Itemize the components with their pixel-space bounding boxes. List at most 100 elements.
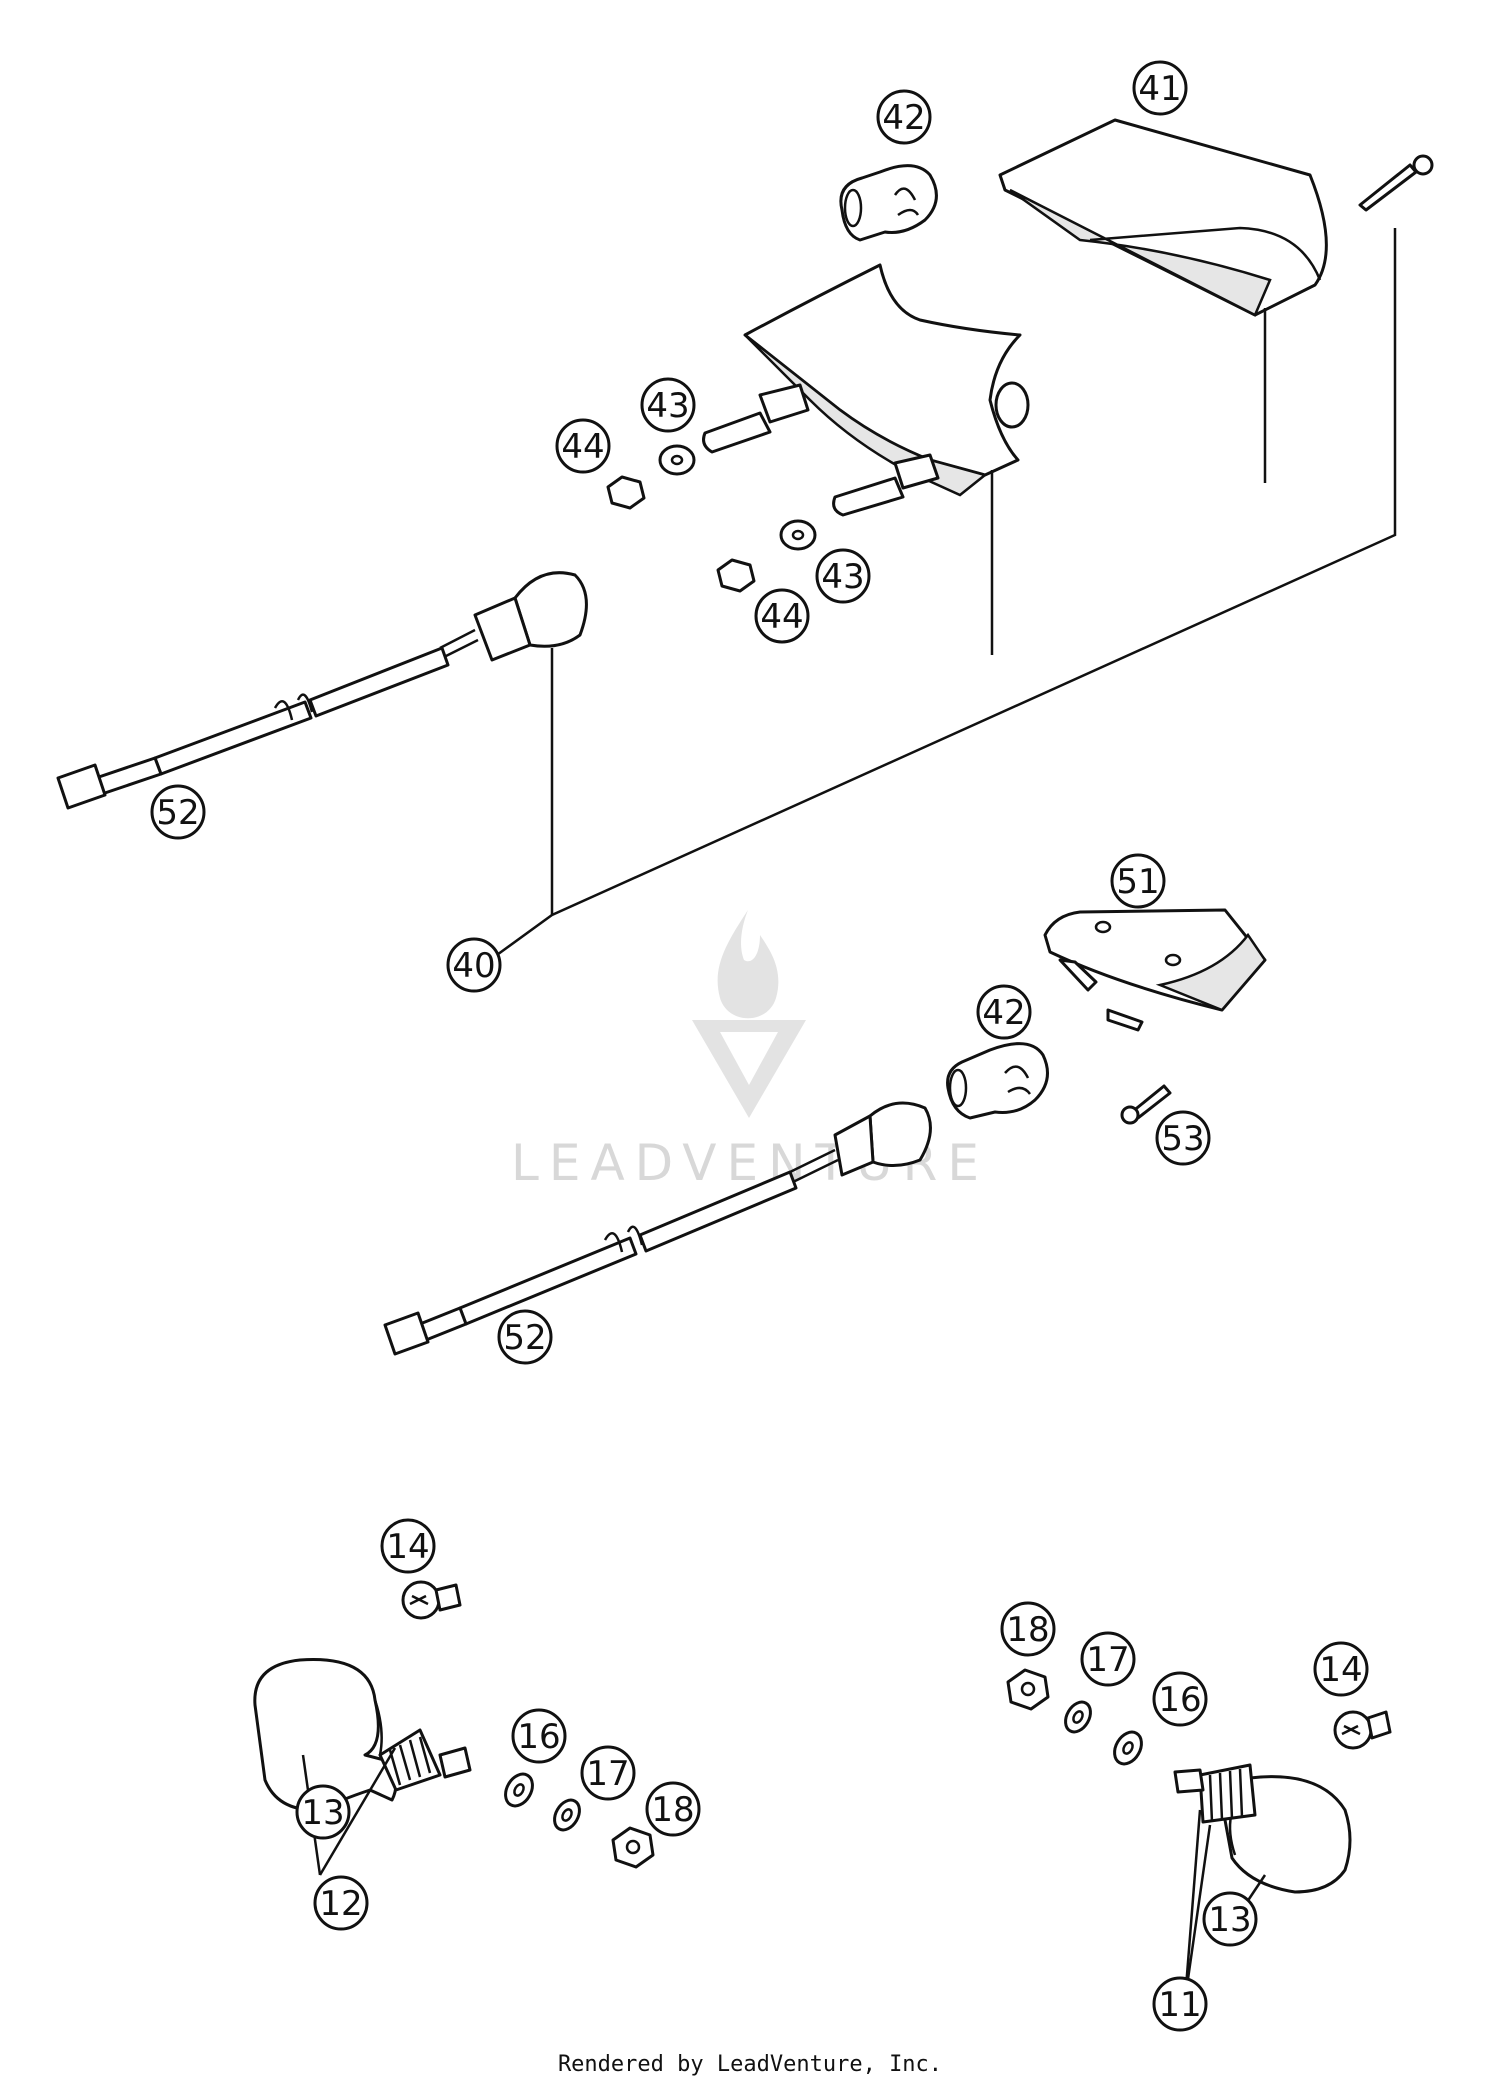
callout-label: 51	[1116, 862, 1159, 902]
harness-52-mid	[383, 1101, 932, 1356]
callout-circle	[1202, 1891, 1258, 1947]
bulb-14-right	[1333, 1710, 1392, 1750]
callout-circle	[1152, 1671, 1208, 1727]
callout-c52-a: 52	[150, 784, 206, 840]
callout-c43-a: 43	[640, 377, 696, 433]
callout-circle	[1110, 853, 1166, 909]
callout-c51: 51	[1110, 853, 1166, 909]
callout-c18-l: 18	[645, 1781, 701, 1837]
watermark-flame-icon	[717, 910, 779, 1019]
callout-c40: 40	[446, 937, 502, 993]
callout-circle	[1155, 1110, 1211, 1166]
callout-label: 17	[1086, 1640, 1129, 1680]
callout-circle	[380, 1518, 436, 1574]
nut-18-right	[1006, 1668, 1050, 1711]
callout-circle	[754, 588, 810, 644]
washer-16-right	[1113, 1730, 1143, 1766]
callout-circle	[640, 377, 696, 433]
callouts: 42 41 43 44 43 44 52 40 51 42 53 52 14 16 17 18 13 12 18 17…	[150, 60, 1369, 2032]
callout-label: 16	[517, 1717, 560, 1757]
callout-label: 53	[1161, 1119, 1204, 1159]
callout-c18-r: 18	[1000, 1601, 1056, 1657]
callout-c53: 53	[1155, 1110, 1211, 1166]
footer-credit: Rendered by LeadVenture, Inc.	[557, 2052, 943, 2077]
callout-circle	[645, 1781, 701, 1837]
callout-label: 12	[319, 1884, 362, 1924]
stud-upper	[702, 383, 810, 454]
callout-circle	[1152, 1976, 1208, 2032]
callout-circle	[1000, 1601, 1056, 1657]
callout-c42-top: 42	[876, 89, 932, 145]
callout-circle	[876, 89, 932, 145]
nut-18-left	[611, 1826, 655, 1869]
nut-44-upper	[606, 475, 646, 510]
callout-c13-r: 13	[1202, 1891, 1258, 1947]
callout-label: 17	[586, 1754, 629, 1794]
callout-label: 18	[1006, 1610, 1049, 1650]
callout-circle	[497, 1309, 553, 1365]
callout-label: 16	[1158, 1680, 1201, 1720]
tail-housing	[743, 263, 1030, 497]
watermark-v-icon	[692, 1020, 806, 1118]
callout-c14-l: 14	[380, 1518, 436, 1574]
lock-washer-17-right	[1064, 1700, 1092, 1734]
callout-label: 40	[452, 946, 495, 986]
leader-lines-top	[489, 228, 1397, 962]
callout-label: 43	[646, 386, 689, 426]
callout-label: 42	[882, 98, 925, 138]
bulb-14-left	[401, 1580, 462, 1620]
callout-label: 14	[386, 1527, 429, 1567]
screw-top	[1358, 154, 1434, 212]
callout-label: 44	[561, 427, 604, 467]
callout-c11: 11	[1152, 1976, 1208, 2032]
stud-lower	[832, 453, 940, 517]
callout-label: 11	[1158, 1985, 1201, 2025]
plate-light-51	[1043, 908, 1267, 1032]
callout-circle	[295, 1784, 351, 1840]
callout-label: 13	[1208, 1900, 1251, 1940]
callout-label: 18	[651, 1790, 694, 1830]
callout-label: 52	[503, 1318, 546, 1358]
callout-circle	[580, 1745, 636, 1801]
screw-53	[1120, 1084, 1172, 1125]
callout-circle	[555, 418, 611, 474]
callout-circle	[815, 548, 871, 604]
lock-washer-17-left	[553, 1798, 581, 1832]
callout-c13-l: 13	[295, 1784, 351, 1840]
callout-label: 13	[301, 1793, 344, 1833]
callout-c17-r: 17	[1080, 1631, 1136, 1687]
callout-c14-r: 14	[1313, 1641, 1369, 1697]
bulb-42-mid	[946, 1042, 1049, 1120]
callout-label: 14	[1319, 1650, 1362, 1690]
washer-43-upper	[658, 444, 696, 476]
callout-label: 52	[156, 793, 199, 833]
callout-c16-r: 16	[1152, 1671, 1208, 1727]
callout-c16-l: 16	[511, 1708, 567, 1764]
callout-c44-b: 44	[754, 588, 810, 644]
callout-circle	[313, 1875, 369, 1931]
callout-c43-b: 43	[815, 548, 871, 604]
callout-c41: 41	[1132, 60, 1188, 116]
indicator-left	[253, 1658, 472, 1812]
callout-label: 44	[760, 597, 803, 637]
harness-52-top	[56, 571, 588, 810]
callout-c12: 12	[313, 1875, 369, 1931]
callout-label: 42	[982, 993, 1025, 1033]
callout-c17-l: 17	[580, 1745, 636, 1801]
callout-label: 41	[1138, 69, 1181, 109]
washer-16-left	[504, 1772, 534, 1808]
callout-circle	[1132, 60, 1188, 116]
callout-c42-mid: 42	[976, 984, 1032, 1040]
callout-circle	[1080, 1631, 1136, 1687]
callout-c44-a: 44	[555, 418, 611, 474]
tail-lens-41	[998, 118, 1328, 317]
washer-43-lower	[779, 519, 817, 551]
nut-44-lower	[716, 558, 756, 593]
bulb-42-top	[839, 164, 938, 242]
callout-circle	[976, 984, 1032, 1040]
callout-c52-b: 52	[497, 1309, 553, 1365]
callout-circle	[446, 937, 502, 993]
callout-label: 43	[821, 557, 864, 597]
callout-circle	[1313, 1641, 1369, 1697]
